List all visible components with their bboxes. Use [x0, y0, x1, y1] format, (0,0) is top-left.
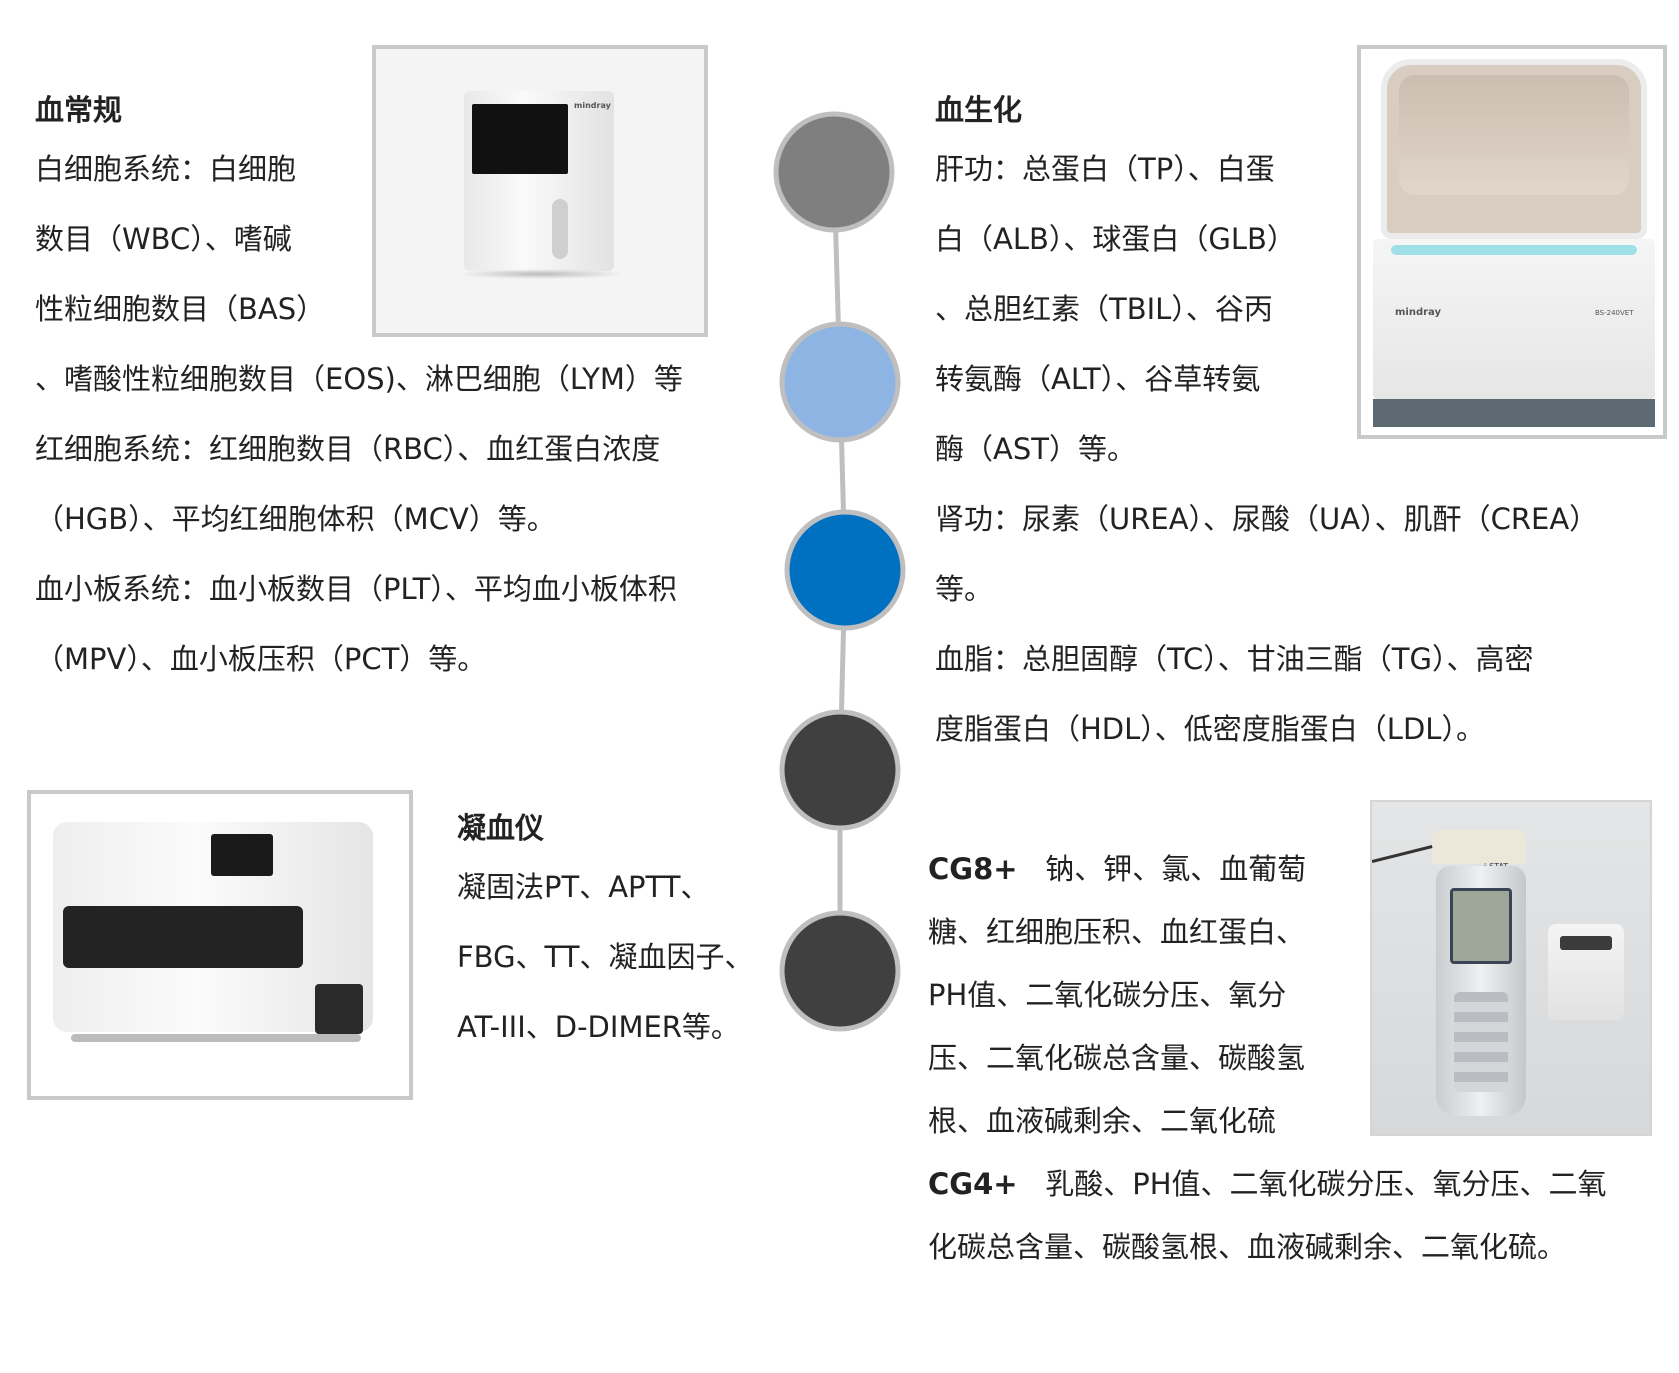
analyzer-feet: [71, 1034, 361, 1042]
coagulation-title: 凝血仪: [457, 811, 545, 845]
cg8-text: 钠、钾、氯、血葡萄: [1045, 852, 1307, 886]
coagulation-line: AT-III、D-DIMER等。: [457, 1010, 740, 1044]
analyzer-sample-slot: [552, 199, 568, 259]
cg4-line: 化碳总含量、碳酸氢根、血液碱剩余、二氧化硫。: [928, 1230, 1567, 1264]
biochemistry-analyzer-image: mindray BS-240VET: [1357, 45, 1667, 439]
blood-gas-analyzer-image: i-STAT: [1370, 800, 1652, 1136]
hematology-section: 血常规 白细胞系统：白细胞 数目（WBC）、嗜碱 性粒细胞数目（BAS） 、嗜酸…: [35, 90, 755, 694]
hematology-line: （HGB）、平均红细胞体积（MCV）等。: [35, 502, 556, 536]
hematology-line: 白细胞系统：白细胞: [35, 152, 297, 186]
printer-slot: [1560, 936, 1612, 950]
timeline-dot: [784, 509, 906, 631]
coagulation-line: 凝固法PT、APTT、: [457, 870, 710, 904]
cg8-line: 压、二氧化碳总含量、碳酸氢: [928, 1041, 1306, 1075]
analyzer-glow: [1391, 245, 1637, 255]
analyzer-window: [1399, 75, 1629, 195]
cg8-label: CG8+: [928, 852, 1018, 886]
hematology-line: 红细胞系统：红细胞数目（RBC）、血红蛋白浓度: [35, 432, 661, 466]
biochemistry-line: 酶（AST）等。: [935, 432, 1136, 466]
analyzer-base: [1373, 399, 1655, 427]
biochemistry-line: 、总胆红素（TBIL）、谷丙: [935, 292, 1273, 326]
cg4-text: 乳酸、PH值、二氧化碳分压、氧分压、二氧: [1045, 1167, 1607, 1201]
cg4-line: CG4+ 乳酸、PH值、二氧化碳分压、氧分压、二氧: [928, 1153, 1668, 1216]
timeline-dot: [779, 709, 901, 831]
biochemistry-line: 转氨酶（ALT）、谷草转氨: [935, 362, 1261, 396]
coagulation-section: 凝血仪 凝固法PT、APTT、 FBG、TT、凝血因子、 AT-III、D-DI…: [457, 808, 797, 1062]
hematology-line: 性粒细胞数目（BAS）: [35, 292, 326, 326]
biochemistry-line: 度脂蛋白（HDL）、低密度脂蛋白（LDL）。: [935, 712, 1485, 746]
analyzer-model-label: BS-240VET: [1595, 309, 1634, 317]
analyzer-brand-label: mindray: [1395, 307, 1442, 318]
hematology-line: 血小板系统：血小板数目（PLT）、平均血小板体积: [35, 572, 677, 606]
biochemistry-line: 血脂：总胆固醇（TC）、甘油三酯（TG）、高密: [935, 642, 1534, 676]
analyzer-drawer: [315, 984, 363, 1034]
handheld-keypad: [1454, 992, 1508, 1092]
hematology-line: 数目（WBC）、嗜碱: [35, 222, 292, 256]
hematology-line: 、嗜酸性粒细胞数目（EOS)、淋巴细胞（LYM）等: [35, 362, 683, 396]
coagulation-line: FBG、TT、凝血因子、: [457, 940, 754, 974]
analyzer-screen: [211, 834, 273, 876]
cg4-label: CG4+: [928, 1167, 1018, 1201]
blood-gas-section: CG8+ 钠、钾、氯、血葡萄 糖、红细胞压积、血红蛋白、 PH值、二氧化碳分压、…: [928, 838, 1668, 1279]
biochemistry-section: 血生化 肝功：总蛋白（TP）、白蛋 白（ALB）、球蛋白（GLB） 、总胆红素（…: [935, 90, 1675, 764]
handheld-screen: [1450, 888, 1512, 964]
biochemistry-line: 肾功：尿素（UREA）、尿酸（UA）、肌酐（CREA）: [935, 502, 1599, 536]
biochemistry-title: 血生化: [935, 93, 1023, 127]
coagulation-analyzer-image: [27, 790, 413, 1100]
hematology-title: 血常规: [35, 93, 123, 127]
cable: [1372, 845, 1433, 863]
analyzer-brand-label: mindray: [574, 101, 611, 110]
cg8-line: PH值、二氧化碳分压、氧分: [928, 978, 1287, 1012]
biochemistry-line: 等。: [935, 572, 994, 606]
cg8-line: CG8+ 钠、钾、氯、血葡萄: [928, 838, 1668, 901]
biochemistry-line: 肝功：总蛋白（TP）、白蛋: [935, 152, 1275, 186]
analyzer-body: [1373, 239, 1655, 399]
analyzer-shadow: [456, 269, 626, 279]
analyzer-screen: [472, 104, 568, 174]
handheld-top: [1432, 830, 1526, 864]
cg8-line: 糖、红细胞压积、血红蛋白、: [928, 915, 1306, 949]
cg8-line: 根、血液碱剩余、二氧化硫: [928, 1104, 1277, 1138]
hematology-line: （MPV）、血小板压积（PCT）等。: [35, 642, 487, 676]
timeline-dot: [779, 910, 901, 1032]
biochemistry-line: 白（ALB）、球蛋白（GLB）: [935, 222, 1296, 256]
timeline-dot: [779, 321, 901, 443]
hematology-analyzer-image: mindray: [372, 45, 708, 337]
analyzer-front-panel: [63, 906, 303, 968]
timeline-dot: [773, 111, 895, 233]
